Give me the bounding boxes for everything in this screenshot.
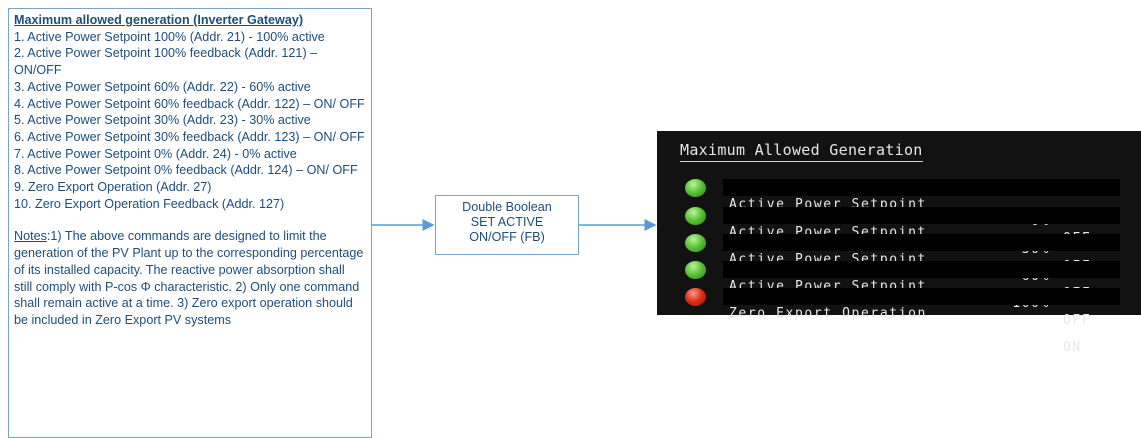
row-label: Zero Export Operation: [729, 306, 927, 321]
middle-line: SET ACTIVE: [470, 215, 544, 229]
spec-item: 1. Active Power Setpoint 100% (Addr. 21)…: [14, 29, 325, 44]
spec-item: 6. Active Power Setpoint 30% feedback (A…: [14, 129, 365, 144]
double-boolean-box: Double Boolean SET ACTIVE ON/OFF (FB): [435, 195, 579, 255]
notes-label: Notes: [14, 229, 47, 244]
spec-text-box: Maximum allowed generation (Inverter Gat…: [8, 8, 372, 438]
status-led-icon: [685, 179, 706, 197]
row-state: ON: [1063, 340, 1082, 355]
spec-item: 2. Active Power Setpoint 100% feedback (…: [14, 46, 318, 78]
zero-export-bar: Zero Export Operation ON: [723, 288, 1120, 355]
setpoint-bar: Active Power Setpoint 30% OFF: [723, 207, 1120, 274]
middle-line: ON/OFF (FB): [469, 230, 545, 244]
spec-item: 3. Active Power Setpoint 60% (Addr. 22) …: [14, 79, 311, 94]
spec-item: 7. Active Power Setpoint 0% (Addr. 24) -…: [14, 146, 297, 161]
status-led-icon: [685, 288, 706, 306]
setpoint-bar: Active Power Setpoint 0% OFF: [723, 179, 1120, 246]
status-led-icon: [685, 234, 706, 252]
spec-title: Maximum allowed generation (Inverter Gat…: [14, 13, 304, 27]
spec-item: 5. Active Power Setpoint 30% (Addr. 23) …: [14, 113, 311, 128]
spec-item: 4. Active Power Setpoint 60% feedback (A…: [14, 96, 365, 111]
notes-text: :1) The above commands are designed to l…: [14, 229, 364, 327]
hmi-panel: Maximum Allowed Generation Active Power …: [657, 131, 1141, 355]
setpoint-bar: Active Power Setpoint 60% OFF: [723, 234, 1120, 301]
spec-item: 9. Zero Export Operation (Addr. 27): [14, 180, 212, 195]
middle-line: Double Boolean: [462, 200, 552, 214]
spec-item: 8. Active Power Setpoint 0% feedback (Ad…: [14, 163, 358, 178]
panel-title: Maximum Allowed Generation: [680, 141, 923, 162]
setpoint-bar: Active Power Setpoint 100% OFF: [723, 261, 1120, 328]
spec-item: 10. Zero Export Operation Feedback (Addr…: [14, 196, 285, 211]
status-led-icon: [685, 261, 706, 279]
notes-paragraph: Notes:1) The above commands are designed…: [14, 228, 366, 328]
row-state: OFF: [1063, 313, 1092, 328]
status-led-icon: [685, 207, 706, 225]
